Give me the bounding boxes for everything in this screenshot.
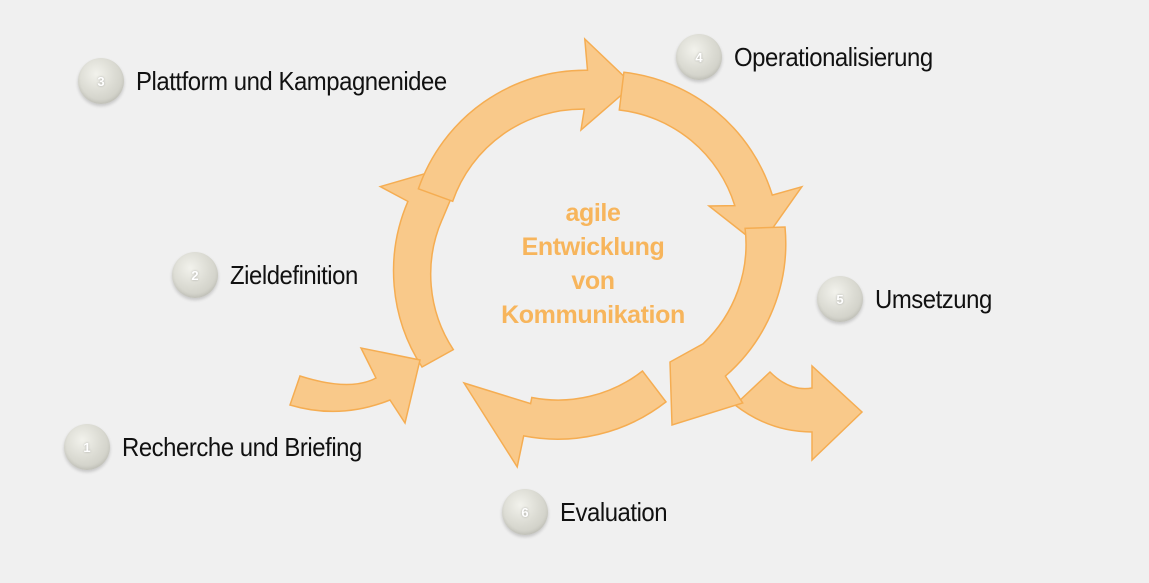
step-evaluation: 6 Evaluation (502, 489, 676, 535)
step-zieldefinition: 2 Zieldefinition (172, 252, 369, 298)
step-number-badge: 5 (817, 276, 863, 322)
center-title: agile Entwicklung von Kommunikation (493, 196, 693, 332)
center-title-line: Kommunikation (501, 301, 685, 329)
step-plattform-und-kampagnenidee: 3 Plattform und Kampagnenidee (78, 58, 474, 104)
step-umsetzung: 5 Umsetzung (817, 276, 1002, 322)
cycle-arrow-right-lower (669, 226, 787, 427)
center-title-line: von (571, 267, 615, 295)
step-label: Plattform und Kampagnenidee (136, 65, 447, 96)
step-number-badge: 6 (502, 489, 548, 535)
step-number-badge: 4 (676, 34, 722, 80)
cycle-arrow-bottom-left (462, 369, 668, 469)
cycle-arrow-right-bottom (618, 71, 804, 248)
step-number-badge: 1 (64, 424, 110, 470)
step-label: Zieldefinition (230, 259, 358, 290)
step-operationalisierung: 4 Operationalisierung (676, 34, 950, 80)
exit-arrow (733, 364, 864, 462)
step-label: Recherche und Briefing (122, 431, 362, 462)
step-label: Evaluation (560, 496, 668, 527)
step-number-badge: 3 (78, 58, 124, 104)
step-recherche-und-briefing: 1 Recherche und Briefing (64, 424, 383, 470)
step-label: Umsetzung (875, 283, 992, 314)
step-number-badge: 2 (172, 252, 218, 298)
cycle-arrow-top-right (417, 37, 635, 203)
center-title-line: Entwicklung (521, 233, 665, 261)
step-label: Operationalisierung (734, 41, 933, 72)
entry-arrow (289, 346, 421, 425)
center-title-line: agile (565, 199, 621, 227)
